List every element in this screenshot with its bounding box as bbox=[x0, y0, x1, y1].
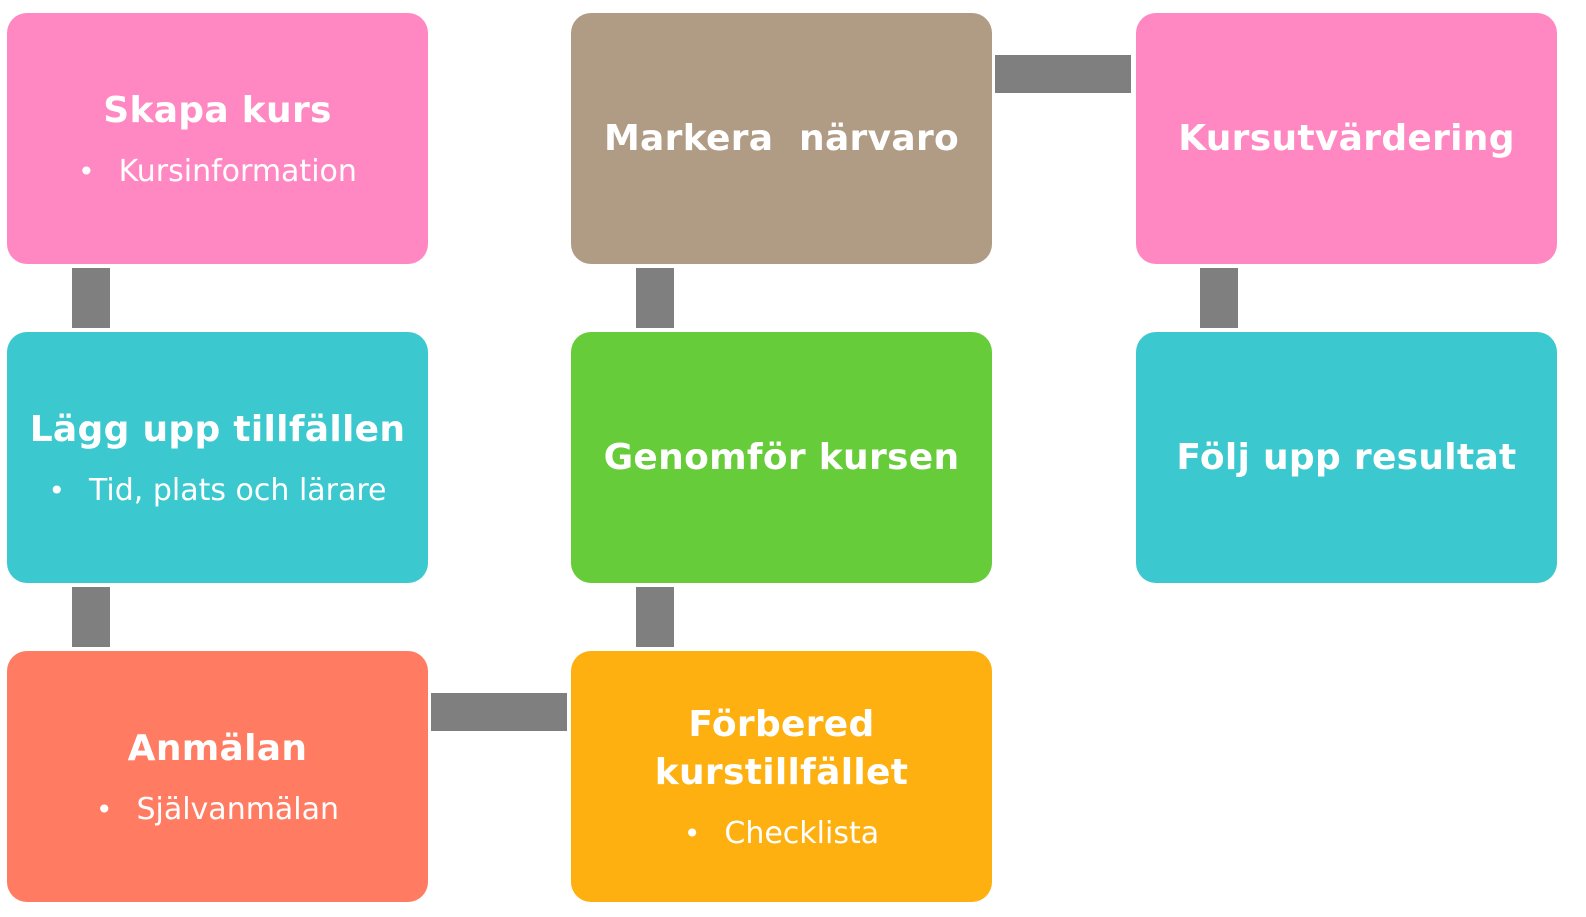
connector-7-8 bbox=[1200, 268, 1238, 328]
bullet-dot-icon: • bbox=[683, 816, 701, 850]
step-anmalan: Anmälan • Självanmälan bbox=[7, 651, 428, 902]
step-forbered-kurstillfallet: Förbered kurstillfället • Checklista bbox=[571, 651, 992, 902]
step-bullet-text: Kursinformation bbox=[118, 153, 357, 189]
connector-4-5 bbox=[636, 587, 674, 647]
step-lagg-upp-tillfallen: Lägg upp tillfällen • Tid, plats och lär… bbox=[7, 332, 428, 583]
bullet-dot-icon: • bbox=[95, 792, 113, 826]
step-bullet: • Tid, plats och lärare bbox=[48, 472, 386, 510]
step-genomfor-kursen: Genomför kursen bbox=[571, 332, 992, 583]
step-title: Lägg upp tillfällen bbox=[29, 408, 406, 450]
step-bullet-text: Självanmälan bbox=[136, 791, 340, 827]
step-title: Kursutvärdering bbox=[1178, 117, 1515, 159]
step-title: Anmälan bbox=[127, 727, 308, 769]
connector-2-3 bbox=[72, 587, 110, 647]
connector-6-7 bbox=[995, 55, 1131, 93]
step-title: Förbered kurstillfället bbox=[654, 703, 909, 793]
connector-5-6 bbox=[636, 268, 674, 328]
step-markera-narvaro: Markera närvaro bbox=[571, 13, 992, 264]
step-folj-upp-resultat: Följ upp resultat bbox=[1136, 332, 1557, 583]
step-title: Följ upp resultat bbox=[1176, 436, 1517, 478]
step-title: Skapa kurs bbox=[103, 89, 332, 131]
step-bullet-text: Tid, plats och lärare bbox=[89, 472, 387, 508]
connector-3-4 bbox=[431, 693, 567, 731]
step-skapa-kurs: Skapa kurs • Kursinformation bbox=[7, 13, 428, 264]
connector-1-2 bbox=[72, 268, 110, 328]
step-kursutvardering: Kursutvärdering bbox=[1136, 13, 1557, 264]
step-title: Genomför kursen bbox=[603, 436, 960, 478]
step-bullet-text: Checklista bbox=[724, 815, 880, 851]
bullet-dot-icon: • bbox=[48, 473, 65, 507]
step-title: Markera närvaro bbox=[603, 117, 960, 159]
bullet-dot-icon: • bbox=[78, 154, 95, 188]
step-bullet: • Checklista bbox=[684, 815, 879, 853]
step-bullet: • Kursinformation bbox=[78, 153, 357, 191]
step-bullet: • Självanmälan bbox=[96, 791, 339, 829]
